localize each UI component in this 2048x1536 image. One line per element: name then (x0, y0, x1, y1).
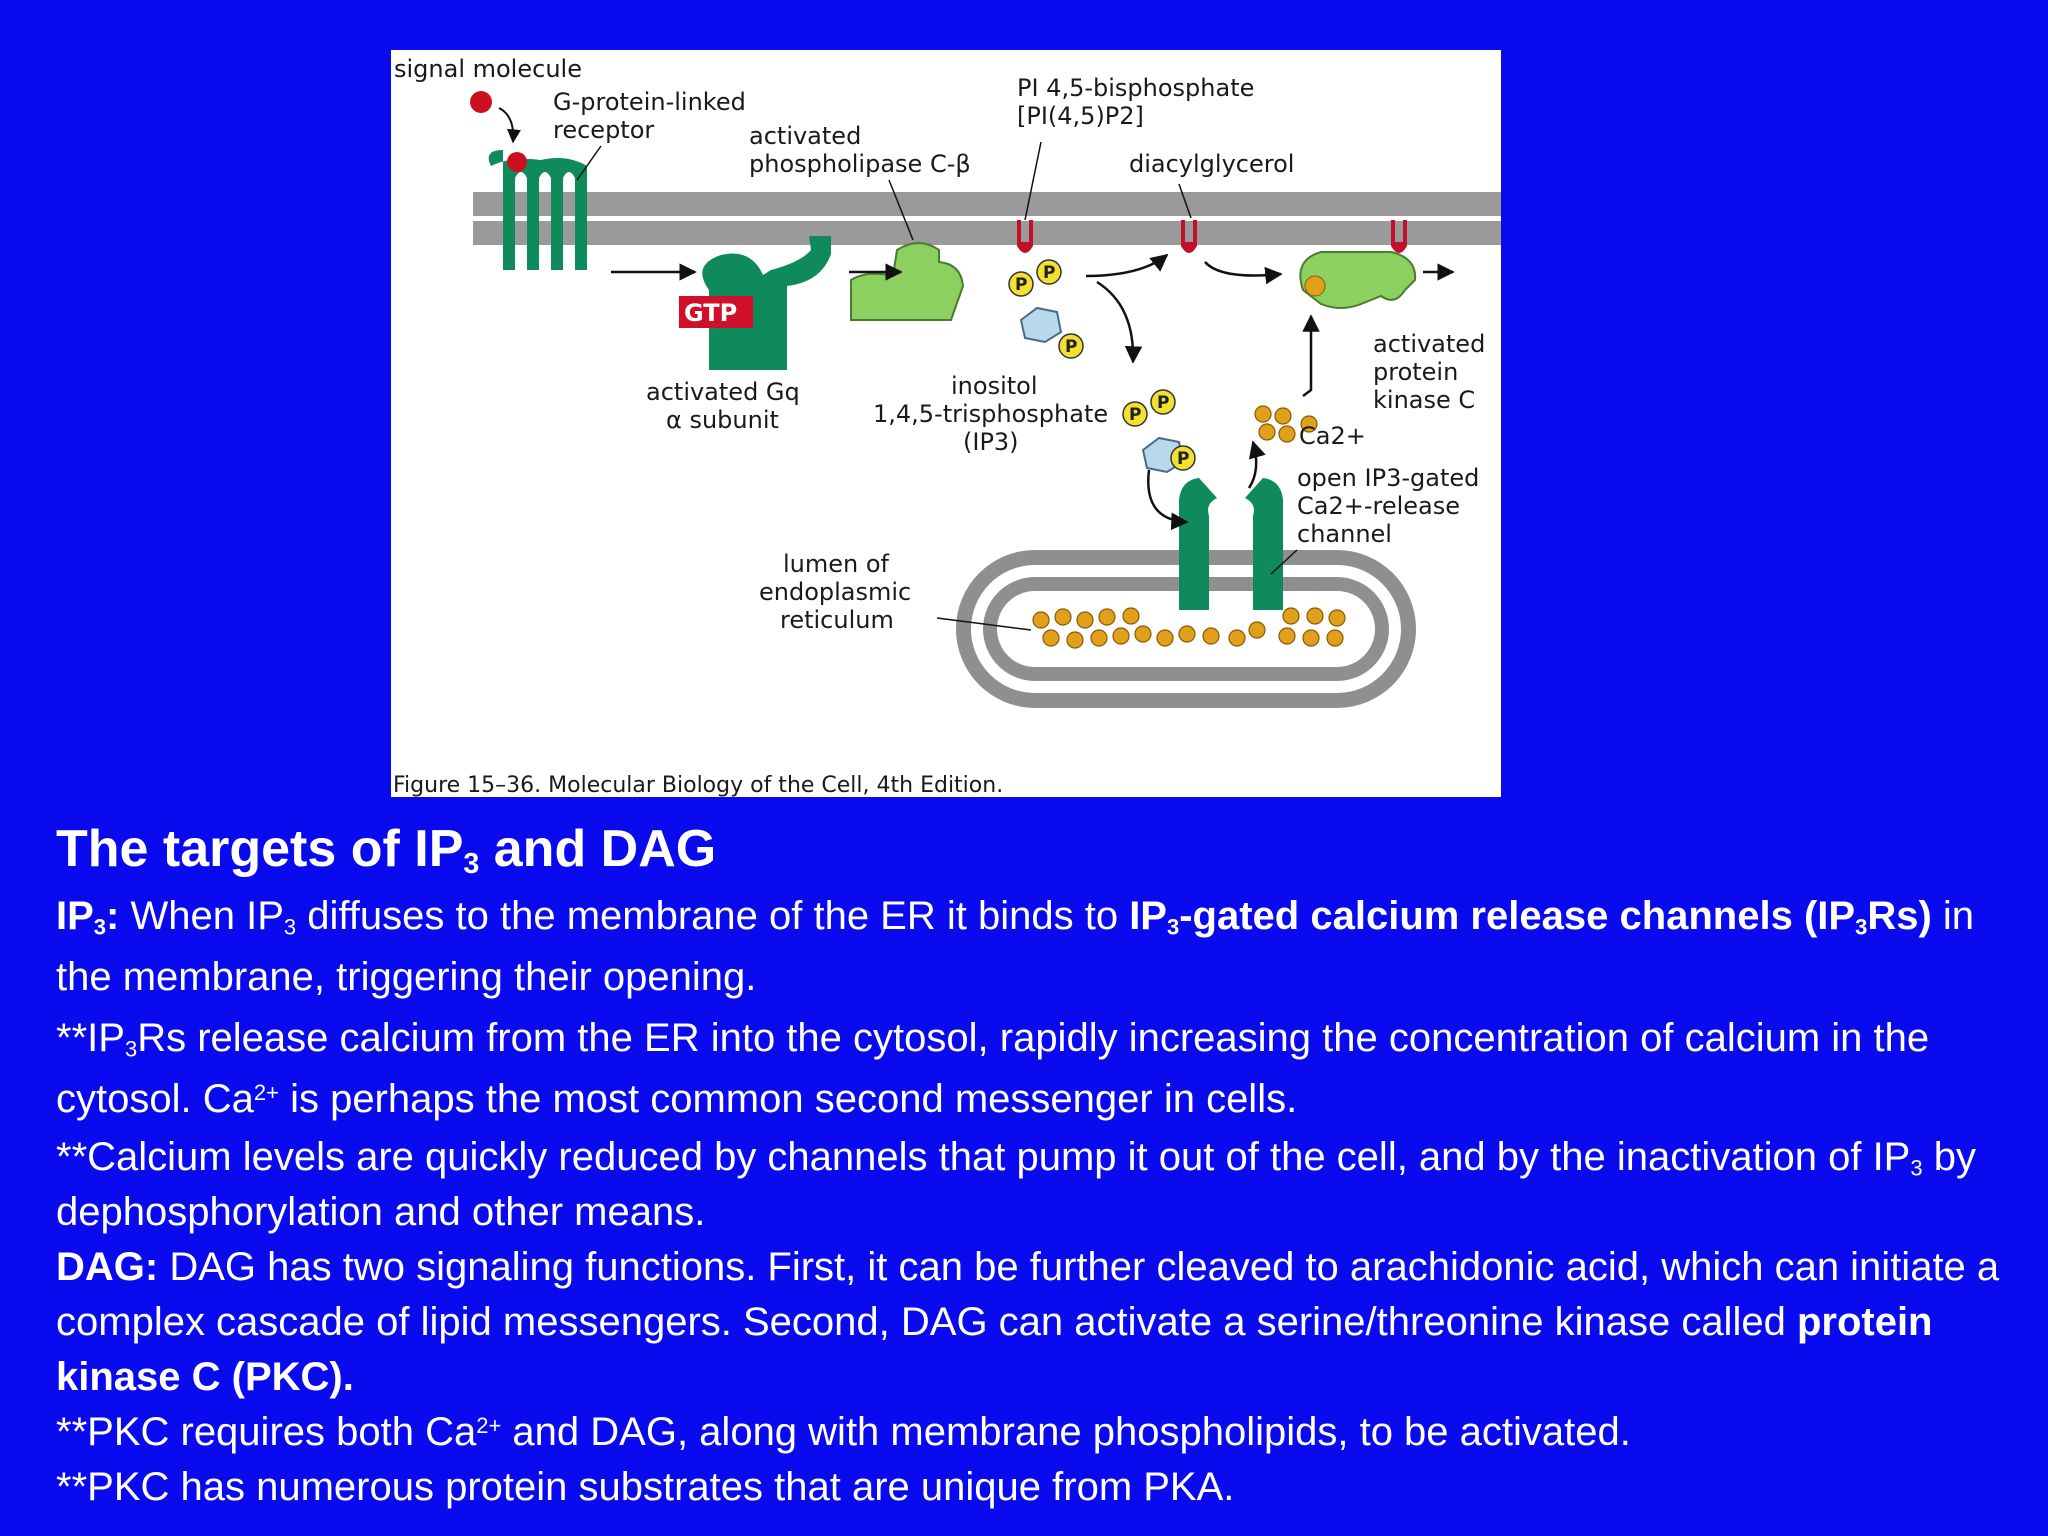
plasma-membrane (473, 192, 1501, 245)
ip3-dag-pathway-diagram: P P P P P P signal molecule G-protein-li… (393, 55, 1501, 797)
calcium-reduction-paragraph: **Calcium levels are quickly reduced by … (56, 1135, 1976, 1234)
svg-text:P: P (1157, 393, 1169, 413)
pathway-arrows (611, 253, 1455, 531)
label-er-1: lumen of (783, 550, 890, 578)
label-pkc-1: activated (1373, 330, 1485, 358)
pkc-substrates-paragraph: **PKC has numerous protein substrates th… (56, 1465, 1235, 1509)
gq-subunit-icon (679, 236, 831, 370)
signaling-figure: P P P P P P signal molecule G-protein-li… (391, 50, 1501, 797)
label-gq-1: activated Gq (646, 378, 800, 406)
ip3r-calcium-paragraph: **IP3Rs release calcium from the ER into… (56, 1016, 1930, 1121)
er-calcium-ions (1032, 607, 1346, 649)
label-channel-1: open IP3-gated (1297, 464, 1479, 492)
svg-text:P: P (1065, 337, 1077, 357)
svg-text:P: P (1015, 275, 1027, 295)
label-channel-2: Ca2+-release (1297, 492, 1460, 520)
pip2-lipid-icon (1017, 220, 1407, 253)
label-leader-lines (576, 141, 1298, 631)
label-receptor-1: G-protein-linked (553, 88, 746, 116)
figure-caption: Figure 15–36. Molecular Biology of the C… (393, 773, 1003, 797)
cytosol-calcium-ions (1254, 405, 1318, 443)
label-er-2: endoplasmic (759, 578, 911, 606)
label-ip3-2: 1,4,5-trisphosphate (873, 400, 1108, 428)
label-plc-2: phospholipase C-β (749, 150, 971, 178)
plc-enzyme-icon (850, 242, 965, 321)
ip3-paragraph: IP3: When IP3 diffuses to the membrane o… (56, 894, 1975, 999)
label-channel-3: channel (1297, 520, 1392, 548)
label-gq-2: α subunit (666, 406, 779, 434)
pkc-requirements-paragraph: **PKC requires both Ca2+ and DAG, along … (56, 1410, 1631, 1454)
label-pip2-2: [PI(4,5)P2] (1017, 102, 1144, 130)
svg-text:P: P (1043, 263, 1055, 283)
label-gtp: GTP (684, 299, 737, 327)
slide-heading: The targets of IP3 and DAG (56, 820, 717, 881)
label-pip2-1: PI 4,5-bisphosphate (1017, 74, 1254, 102)
ip3-channel-icon (1179, 478, 1283, 610)
phosphate-labels: P P P P P P (1015, 263, 1189, 469)
svg-text:P: P (1129, 405, 1141, 425)
label-receptor-2: receptor (553, 116, 654, 144)
receptor-icon (488, 150, 587, 270)
label-pkc-3: kinase C (1373, 386, 1475, 414)
label-ip3-3: (IP3) (963, 428, 1019, 456)
label-ip3-1: inositol (951, 372, 1038, 400)
label-er-3: reticulum (780, 606, 894, 634)
dag-paragraph: DAG: DAG has two signaling functions. Fi… (56, 1245, 2000, 1399)
slide-text: The targets of IP3 and DAG IP3: When IP3… (56, 812, 2016, 1515)
svg-text:P: P (1177, 449, 1189, 469)
label-pkc-2: protein (1373, 358, 1458, 386)
pkc-bound-calcium-icon (1304, 275, 1326, 297)
label-plc-1: activated (749, 122, 861, 150)
label-dag: diacylglycerol (1129, 150, 1294, 178)
phosphate-groups (1008, 259, 1196, 471)
signal-molecule-icon (470, 91, 492, 113)
label-signal-molecule: signal molecule (394, 55, 582, 83)
pkc-enzyme-icon (1299, 251, 1417, 309)
label-calcium: Ca2+ (1299, 422, 1366, 450)
